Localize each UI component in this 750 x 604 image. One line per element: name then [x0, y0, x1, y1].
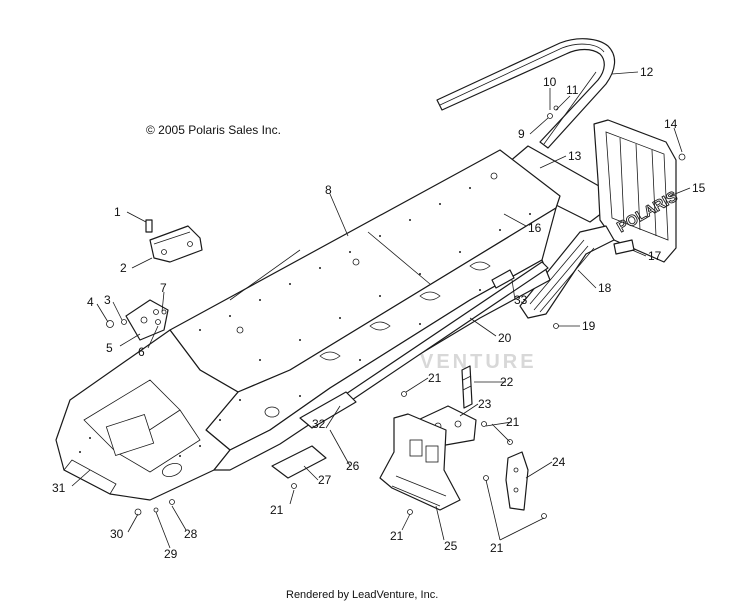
callout-6: 6 — [138, 345, 145, 359]
callout-21-c: 21 — [270, 503, 284, 517]
callout-26: 26 — [346, 459, 360, 473]
bracket-32 — [299, 391, 357, 429]
callout-3: 3 — [104, 293, 111, 307]
callout-32: 32 — [312, 417, 326, 431]
callout-21-d: 21 — [390, 529, 404, 543]
leader-lines — [71, 71, 691, 549]
callout-18: 18 — [598, 281, 612, 295]
callout-14: 14 — [664, 117, 678, 131]
callout-8: 8 — [325, 183, 332, 197]
callout-30: 30 — [110, 527, 124, 541]
bolt-14 — [678, 153, 686, 161]
callout-11: 11 — [566, 83, 579, 97]
snow-flap: POLARIS — [593, 119, 681, 263]
copyright-text: © 2005 Polaris Sales Inc. — [146, 123, 281, 137]
callout-16: 16 — [528, 221, 542, 235]
callout-9: 9 — [518, 127, 525, 141]
fasteners — [134, 105, 559, 519]
bracket-2 — [149, 225, 203, 263]
callout-4: 4 — [87, 295, 94, 309]
bracket-cluster-5-6 — [106, 299, 169, 341]
callout-12: 12 — [640, 65, 654, 79]
screw-1 — [145, 219, 153, 233]
credit-text: Rendered by LeadVenture, Inc. — [286, 589, 438, 601]
callout-10: 10 — [543, 75, 557, 89]
callout-23: 23 — [478, 397, 492, 411]
callout-22: 22 — [500, 375, 514, 389]
part-33 — [491, 269, 515, 289]
watermark-text: VENTURE — [420, 351, 537, 373]
callout-21-e: 21 — [490, 541, 504, 555]
callout-17: 17 — [648, 249, 662, 263]
callout-21-b: 21 — [506, 415, 520, 429]
callout-7: 7 — [160, 281, 167, 295]
plate-27 — [271, 445, 327, 479]
callout-5: 5 — [106, 341, 113, 355]
pad-17 — [613, 239, 635, 255]
bracket-22 — [461, 365, 473, 409]
callout-33: 33 — [514, 293, 528, 307]
callout-31: 31 — [52, 481, 66, 495]
bracket-25 — [379, 413, 461, 511]
callout-25: 25 — [444, 539, 458, 553]
callout-labels: 1 2 3 4 5 6 7 8 9 10 11 12 13 14 15 16 1… — [52, 65, 706, 561]
callout-21-a: 21 — [428, 371, 442, 385]
plate-24 — [505, 451, 529, 511]
running-board-extension — [519, 225, 615, 319]
chassis-tunnel — [55, 149, 561, 501]
callout-29: 29 — [164, 547, 178, 561]
callout-28: 28 — [184, 527, 198, 541]
callout-24: 24 — [552, 455, 566, 469]
callout-13: 13 — [568, 149, 582, 163]
callout-2: 2 — [120, 261, 127, 275]
callout-19: 19 — [582, 319, 596, 333]
callout-20: 20 — [498, 331, 512, 345]
rear-grab-bar — [436, 38, 616, 149]
callout-27: 27 — [318, 473, 332, 487]
callout-15: 15 — [692, 181, 706, 195]
callout-1: 1 — [114, 205, 121, 219]
rivets — [79, 187, 531, 457]
